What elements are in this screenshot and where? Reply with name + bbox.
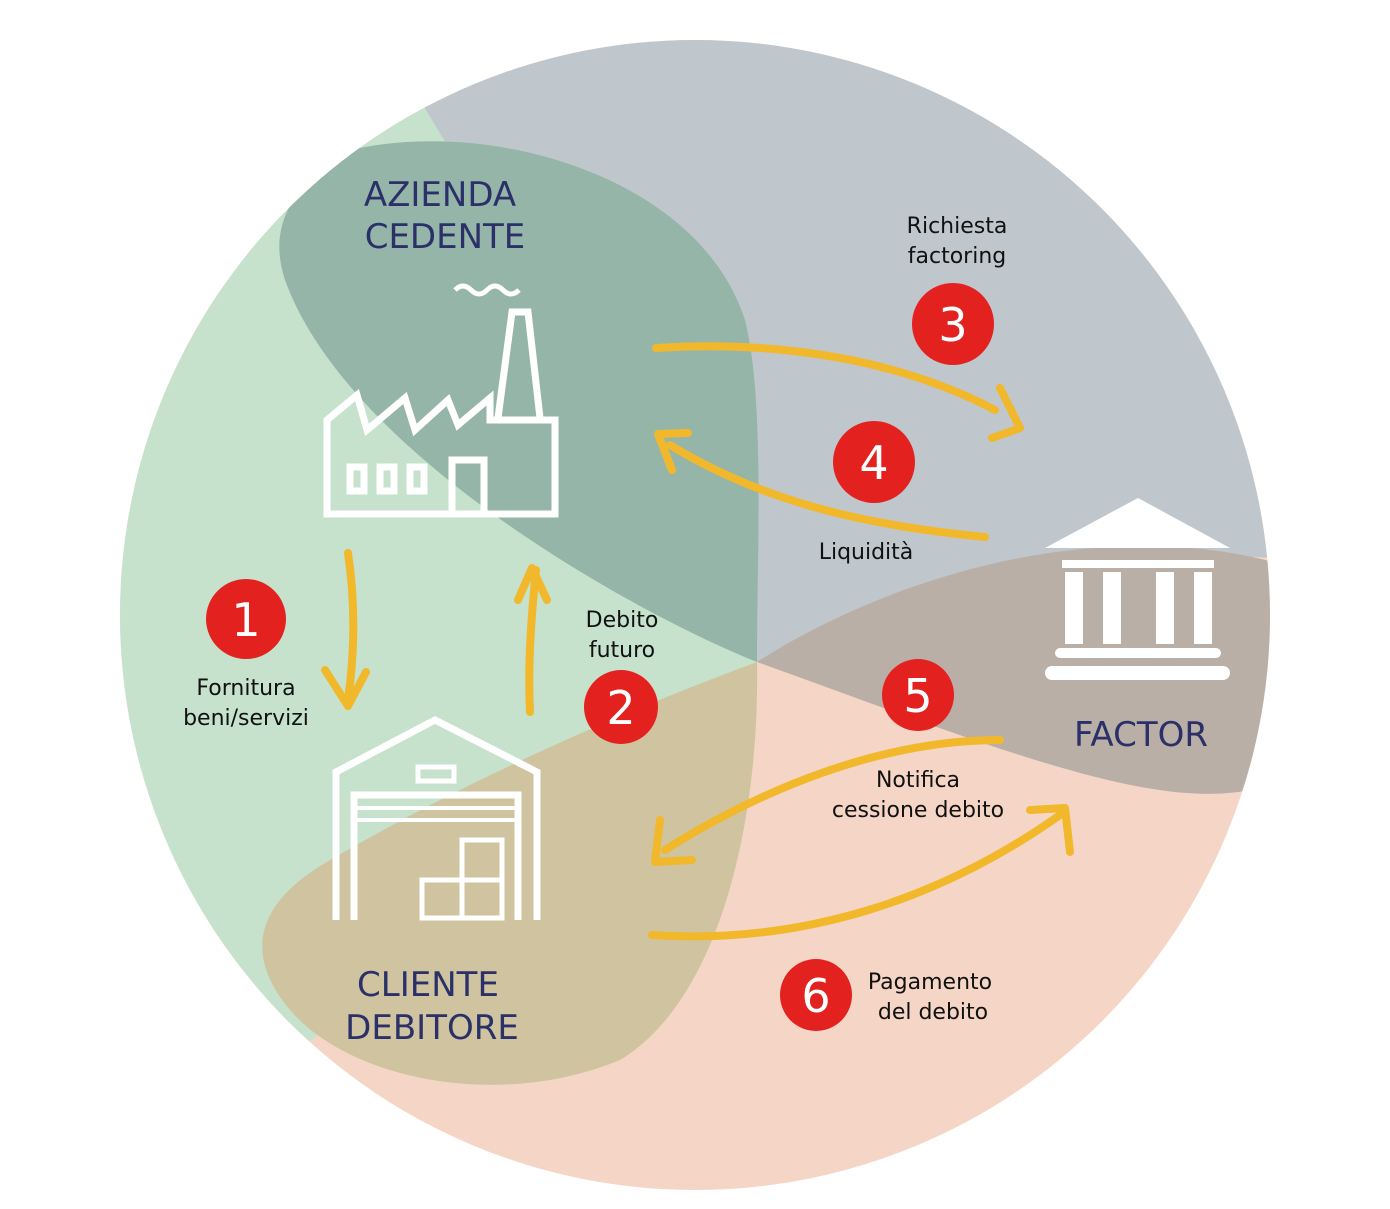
badge-6-number: 6 — [801, 969, 830, 1023]
step-3-label-line1: Richiesta — [907, 214, 1008, 239]
badge-2 — [584, 670, 658, 744]
badge-3-number: 3 — [938, 298, 967, 352]
step-badges — [206, 283, 994, 1031]
azienda-title-line1: AZIENDA — [364, 175, 516, 215]
arrow-1 — [321, 549, 370, 710]
cliente-title-line1: CLIENTE — [357, 965, 499, 1005]
step-6-label-line1: Pagamento — [868, 970, 992, 995]
step-5-label-line1: Notifica — [876, 768, 960, 793]
badge-1 — [206, 579, 286, 659]
arrows — [321, 342, 1074, 941]
badge-2-number: 2 — [606, 681, 635, 735]
step-5-label-line2: cessione debito — [832, 798, 1004, 823]
step-2-label-line2: futuro — [589, 638, 655, 663]
badge-4 — [833, 421, 915, 503]
arrow-4 — [654, 429, 989, 541]
badge-1-number: 1 — [231, 593, 260, 647]
badge-5-number: 5 — [903, 669, 932, 723]
warehouse-icon — [332, 716, 541, 921]
badge-3 — [912, 283, 994, 365]
azienda-blob — [279, 141, 759, 662]
badge-6 — [780, 959, 852, 1031]
badge-4-number: 4 — [859, 436, 888, 490]
arrow-3 — [652, 342, 1024, 442]
arrow-2 — [514, 564, 551, 716]
step-2-label-line1: Debito — [586, 608, 659, 633]
step-1-label-line2: beni/servizi — [183, 706, 309, 731]
azienda-title-line2: CEDENTE — [365, 217, 526, 257]
badge-5 — [882, 659, 954, 731]
step-6-label-line2: del debito — [878, 1000, 988, 1025]
arrow-6 — [648, 804, 1074, 941]
step-1-label-line1: Fornitura — [196, 676, 295, 701]
factory-icon — [323, 283, 559, 518]
bank-icon — [1045, 498, 1230, 680]
cliente-blob — [262, 662, 758, 1085]
arrow-5 — [651, 736, 1004, 866]
cliente-title-line2: DEBITORE — [345, 1008, 519, 1048]
factor-title: FACTOR — [1074, 715, 1208, 755]
step-4-label: Liquidità — [819, 540, 914, 565]
step-3-label-line2: factoring — [908, 244, 1006, 269]
